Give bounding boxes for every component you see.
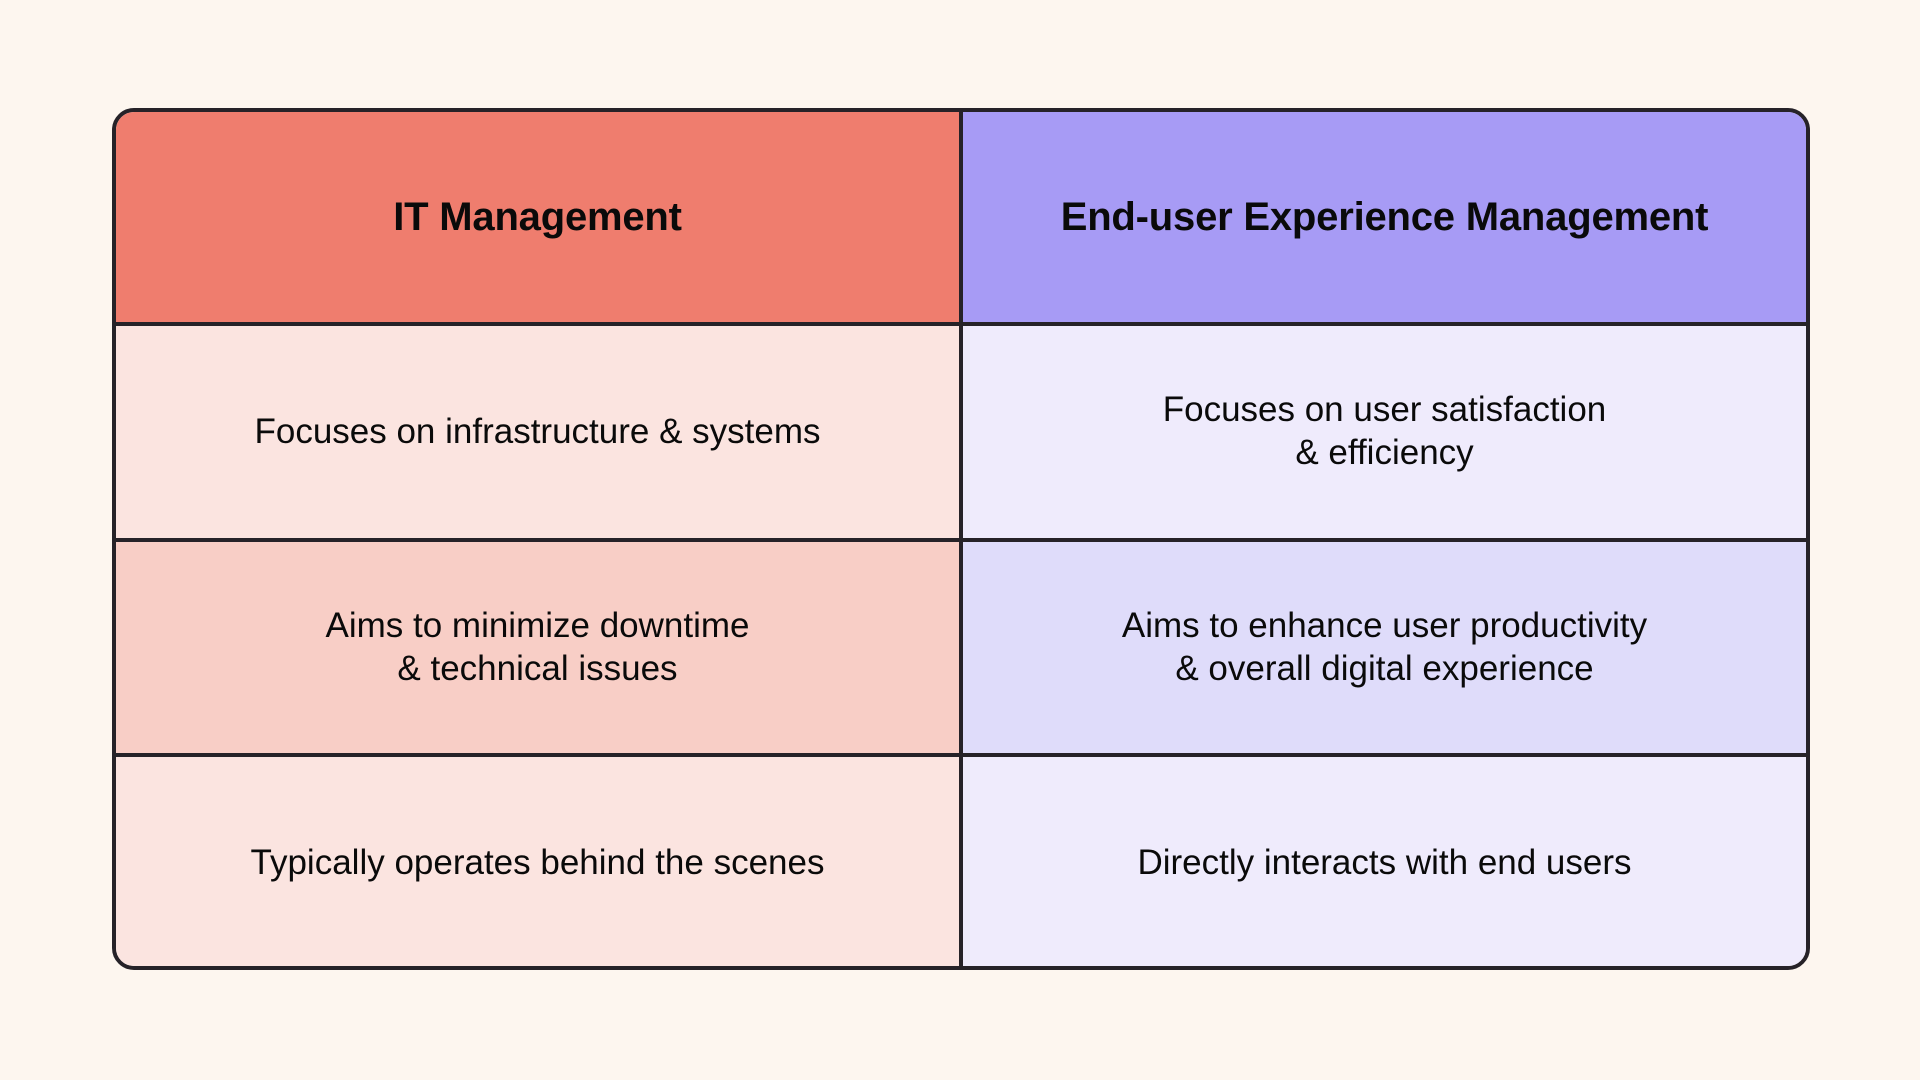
cell-text: Aims to minimize downtime & technical is… [325,605,750,688]
cell-text: Aims to enhance user productivity & over… [1121,605,1648,688]
column-header-end-user-experience-management: End-user Experience Management [961,112,1806,326]
table-header-row: IT Management End-user Experience Manage… [116,112,1806,326]
column-header-it-management: IT Management [116,112,963,326]
cell-end-user-experience-row-1: Focuses on user satisfaction & efficienc… [961,324,1806,542]
column-header-it-management-label: IT Management [393,195,682,239]
cell-text: Focuses on infrastructure & systems [254,411,821,451]
cell-it-management-row-2: Aims to minimize downtime & technical is… [116,540,963,757]
column-header-end-user-experience-management-label: End-user Experience Management [1060,195,1709,239]
cell-end-user-experience-row-3: Directly interacts with end users [961,755,1806,966]
comparison-table: IT Management End-user Experience Manage… [112,108,1810,970]
table-row: Typically operates behind the scenes Dir… [116,755,1806,966]
table-row: Aims to minimize downtime & technical is… [116,540,1806,757]
cell-end-user-experience-row-2: Aims to enhance user productivity & over… [961,540,1806,757]
cell-it-management-row-1: Focuses on infrastructure & systems [116,324,963,542]
cell-text: Typically operates behind the scenes [250,843,825,883]
table-row: Focuses on infrastructure & systems Focu… [116,324,1806,542]
cell-it-management-row-3: Typically operates behind the scenes [116,755,963,966]
cell-text: Focuses on user satisfaction & efficienc… [1162,390,1607,472]
cell-text: Directly interacts with end users [1137,843,1632,883]
comparison-table-grid: IT Management End-user Experience Manage… [116,112,1806,966]
